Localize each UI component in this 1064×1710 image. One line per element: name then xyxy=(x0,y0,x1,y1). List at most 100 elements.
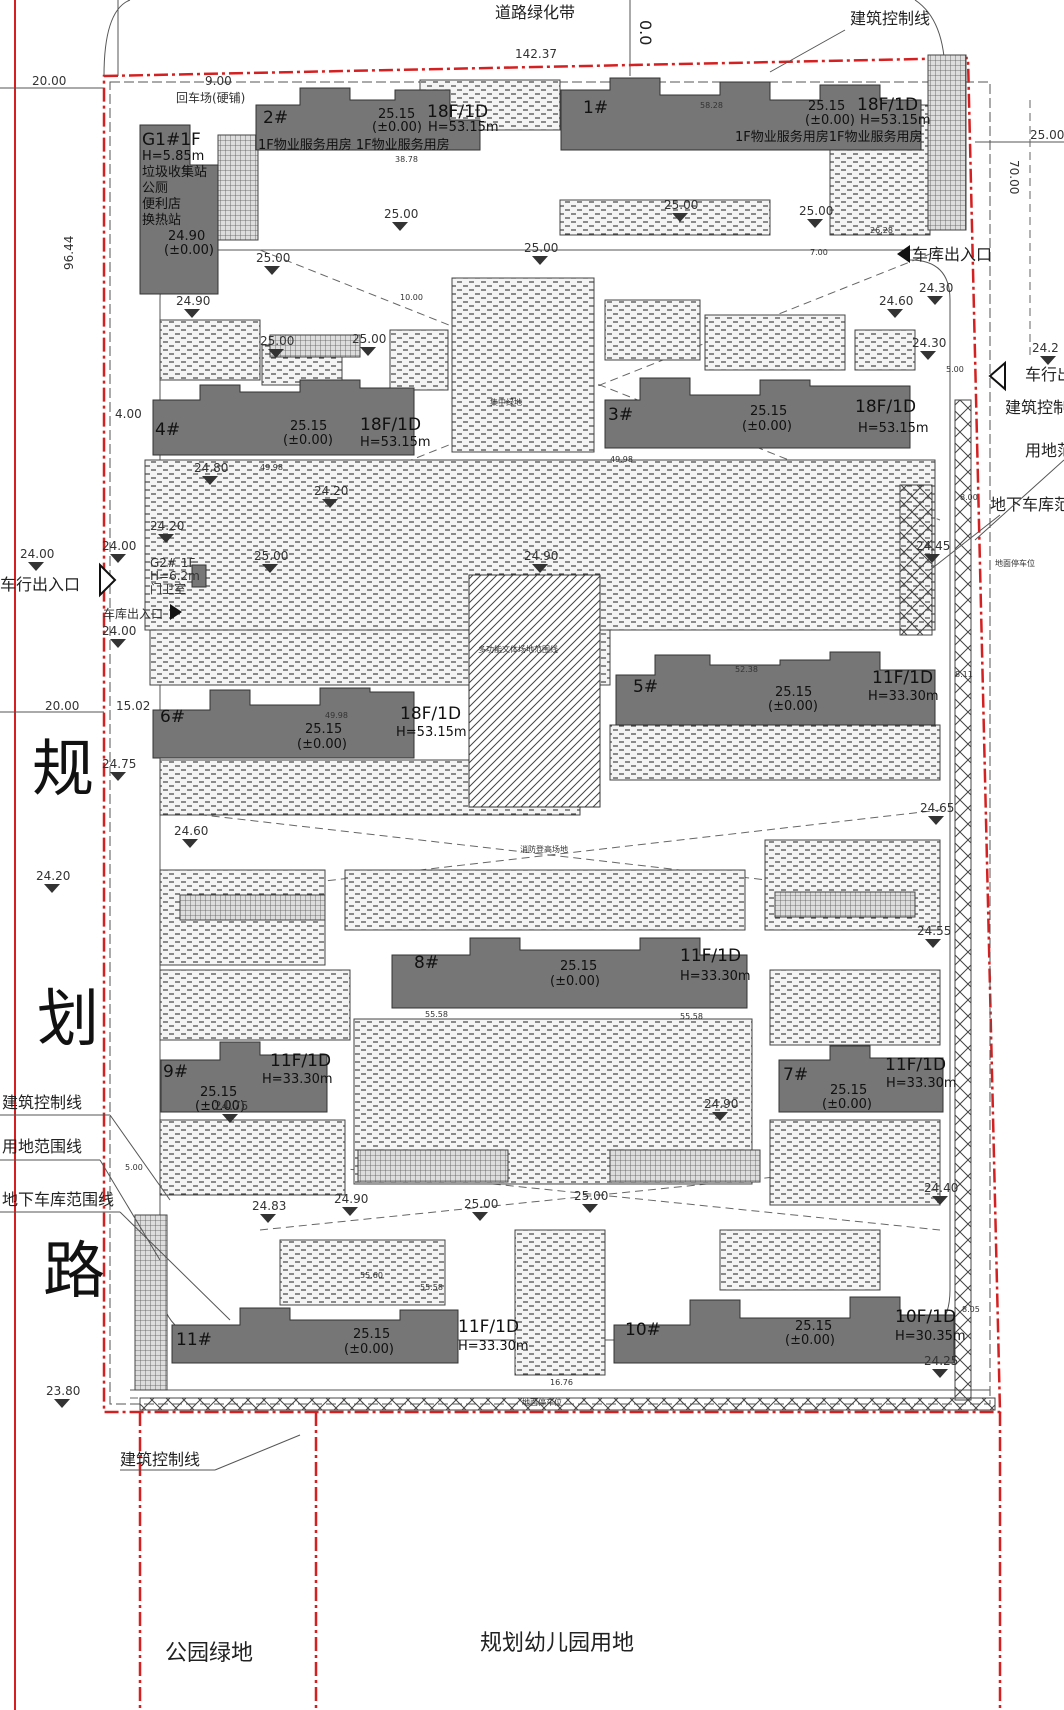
building-6-height: H=53.15m xyxy=(396,725,467,740)
elevation-triangle-icon xyxy=(920,351,936,360)
vehicle-entrance-left-arrow-icon xyxy=(99,562,117,598)
building-2-elev: 25.15 xyxy=(378,107,415,122)
g2-height: H=6.2m xyxy=(150,569,200,583)
spot-elevation-value: 25.00 xyxy=(574,1189,608,1203)
spot-elevation: 24.30 xyxy=(912,336,946,360)
elevation-triangle-icon xyxy=(927,296,943,305)
spot-elevation: 25.00 xyxy=(256,251,290,275)
spot-elevation-value: 24.75 xyxy=(102,757,136,771)
building-7[interactable] xyxy=(778,1045,944,1113)
entrances: 车行出入口 车行出入口 车库出入口 车库出入口 xyxy=(0,245,1064,621)
elevation-triangle-icon xyxy=(110,639,126,648)
building-g2[interactable] xyxy=(191,564,207,588)
building-5[interactable] xyxy=(615,651,936,726)
park-lot-label: 公园绿地 xyxy=(165,1641,253,1666)
building-11[interactable] xyxy=(171,1307,459,1364)
dimension-label: 10.00 xyxy=(400,293,423,302)
road-name-char-3: 路 xyxy=(43,1234,105,1307)
spot-elevation-value: 25.00 xyxy=(524,241,558,255)
building-8[interactable] xyxy=(391,937,748,1009)
building-6-elev: 25.15 xyxy=(305,722,342,737)
spot-elevation: 24.75 xyxy=(214,1099,248,1123)
spot-elevations: 24.0024.0024.0024.2024.7524.2023.8024.75… xyxy=(20,198,1059,1408)
elevation-triangle-icon xyxy=(392,222,408,231)
building-2[interactable] xyxy=(255,87,481,151)
elevation-triangle-icon xyxy=(184,309,200,318)
dimension-label: 16.76 xyxy=(550,1378,573,1387)
building-11-floors: 11F/1D xyxy=(458,1317,519,1337)
building-3[interactable] xyxy=(604,377,911,449)
building-3-id: 3# xyxy=(608,405,633,425)
building-8-floors: 11F/1D xyxy=(680,946,741,966)
building-8-id: 8# xyxy=(414,953,439,973)
dimension-label: 8.11 xyxy=(955,670,973,679)
spot-elevation: 24.2 xyxy=(1032,341,1059,365)
dim-right: 25.00 xyxy=(1030,128,1064,142)
elevation-triangle-icon xyxy=(932,1369,948,1378)
spot-elevation: 25.00 xyxy=(524,241,558,265)
spot-elevation-value: 24.60 xyxy=(174,824,208,838)
garage-entrance-right-arrow-icon xyxy=(897,245,910,263)
building-8-elev: 25.15 xyxy=(560,959,597,974)
building-1-height: H=53.15m xyxy=(860,113,931,128)
g1-use-4: 换热站 xyxy=(142,213,181,228)
building-1-note: 1F物业服务用房1F物业服务用房 xyxy=(735,129,923,145)
road-name-char-2: 划 xyxy=(37,982,99,1055)
bike-parking-ne xyxy=(927,54,967,231)
building-4-elev: 25.15 xyxy=(290,419,327,434)
building-2-floors: 18F/1D xyxy=(427,102,488,122)
kindergarten-lot-label: 规划幼儿园用地 xyxy=(480,1631,634,1656)
elevation-triangle-icon xyxy=(532,564,548,573)
spot-elevation-value: 24.83 xyxy=(252,1199,286,1213)
spot-elevation: 24.30 xyxy=(919,281,953,305)
spot-elevation: 25.00 xyxy=(260,334,294,358)
elevation-triangle-icon xyxy=(924,554,940,563)
spot-elevation: 25.00 xyxy=(352,332,386,356)
building-1[interactable] xyxy=(560,77,922,151)
callout-control-line-top: 建筑控制线 xyxy=(850,9,930,28)
spot-elevation-value: 24.55 xyxy=(917,924,951,938)
building-4[interactable] xyxy=(152,379,415,456)
callout-control-line-right: 建筑控制线 xyxy=(1005,398,1064,417)
elevation-triangle-icon xyxy=(110,772,126,781)
spot-elevation: 24.00 xyxy=(20,547,54,571)
building-10[interactable] xyxy=(613,1296,955,1364)
spot-elevation-value: 24.45 xyxy=(916,539,950,553)
callout-control-line-bottom: 建筑控制线 xyxy=(120,1450,200,1469)
bike-parking-g1 xyxy=(217,134,259,241)
building-6-base: (±0.00) xyxy=(297,737,347,752)
dimension-label: 38.78 xyxy=(395,155,418,164)
building-g1[interactable] xyxy=(139,124,219,295)
building-10-height: H=30.35m xyxy=(895,1329,966,1344)
parking-x-1 xyxy=(899,484,933,636)
spot-elevation-value: 25.00 xyxy=(260,334,294,348)
spot-elevation: 25.00 xyxy=(664,198,698,222)
elevation-triangle-icon xyxy=(264,266,280,275)
elevation-triangle-icon xyxy=(182,839,198,848)
elevation-triangle-icon xyxy=(222,1114,238,1123)
vehicle-entrance-right-arrow-icon xyxy=(988,360,1006,392)
dimension-label: 5.00 xyxy=(946,365,964,374)
spot-elevation: 24.40 xyxy=(924,1181,958,1205)
elevation-triangle-icon xyxy=(925,939,941,948)
spot-elevation-value: 24.00 xyxy=(20,547,54,561)
building-11-height: H=33.30m xyxy=(458,1339,529,1354)
spot-elevation-value: 25.00 xyxy=(384,207,418,221)
spot-elevation: 24.00 xyxy=(102,624,136,648)
elevation-triangle-icon xyxy=(672,213,688,222)
building-6[interactable] xyxy=(152,687,415,759)
building-9[interactable] xyxy=(160,1041,328,1113)
building-8-base: (±0.00) xyxy=(550,974,600,989)
spot-elevation-value: 24.80 xyxy=(194,461,228,475)
building-6-id: 6# xyxy=(160,707,185,727)
elevation-triangle-icon xyxy=(1040,356,1056,365)
spot-elevation-value: 24.90 xyxy=(524,549,558,563)
sports-area xyxy=(468,574,601,808)
spot-elevation: 24.90 xyxy=(524,549,558,573)
building-3-base: (±0.00) xyxy=(742,419,792,434)
building-7-elev: 25.15 xyxy=(830,1083,867,1098)
g1-use-1: 垃圾收集站 xyxy=(142,164,207,180)
ground-parking-east xyxy=(954,399,972,1401)
spot-elevation-value: 24.60 xyxy=(879,294,913,308)
bike-parking-4 xyxy=(269,334,361,358)
